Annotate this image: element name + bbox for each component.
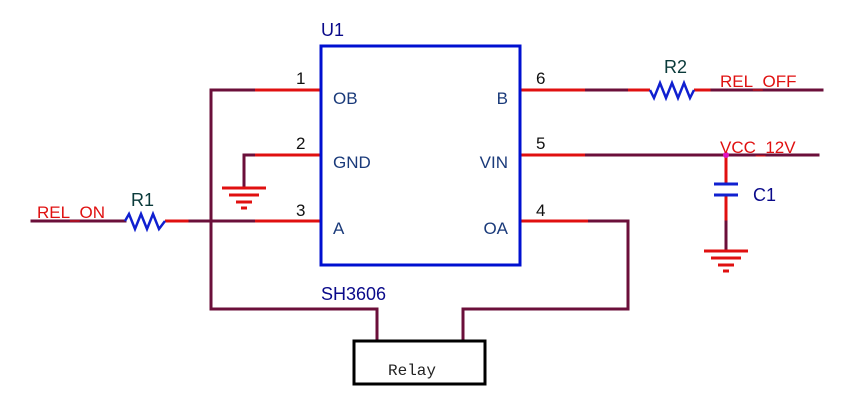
chip-u1-body[interactable] [319,44,522,267]
pin-number: 4 [536,201,545,220]
pin-name: A [333,219,345,238]
relay-box [352,339,487,386]
capacitor-c1[interactable]: C1 [714,182,776,205]
wire-ob-to-relay [209,88,379,344]
resistor-r1[interactable]: R1 [123,190,166,233]
relay-label: Relay [388,362,436,380]
ground-icon [704,249,748,273]
net-label-vcc: VCC_12V [720,138,796,157]
chip-ref-label: U1 [321,20,344,40]
pin-number: 6 [536,69,545,88]
pin-name: VIN [480,153,508,172]
pin-number: 5 [536,134,545,153]
junction-dot [723,152,729,158]
capacitor-ref-label: C1 [753,185,776,205]
pin-name: OB [333,89,358,108]
pin-number: 1 [296,69,305,88]
pin-name: GND [333,153,371,172]
pin-number: 3 [296,201,305,220]
resistor-ref-label: R1 [131,190,154,210]
resistor-zigzag-icon [123,210,166,233]
wire-oa-to-relay [461,219,630,344]
resistor-ref-label: R2 [664,57,687,77]
wire-gnd [242,153,257,190]
net-label-rel-off: REL_OFF [720,72,797,91]
chip-part-label: SH3606 [321,284,386,304]
pin-name: B [497,89,508,108]
resistor-zigzag-icon [648,79,696,102]
pin-number: 2 [296,134,305,153]
relay-component[interactable]: Relay [352,339,487,386]
pin-name: OA [483,219,508,238]
net-label-rel-on: REL_ON [37,203,105,222]
resistor-r2[interactable]: R2 [648,57,696,102]
ground-icon [222,186,266,210]
